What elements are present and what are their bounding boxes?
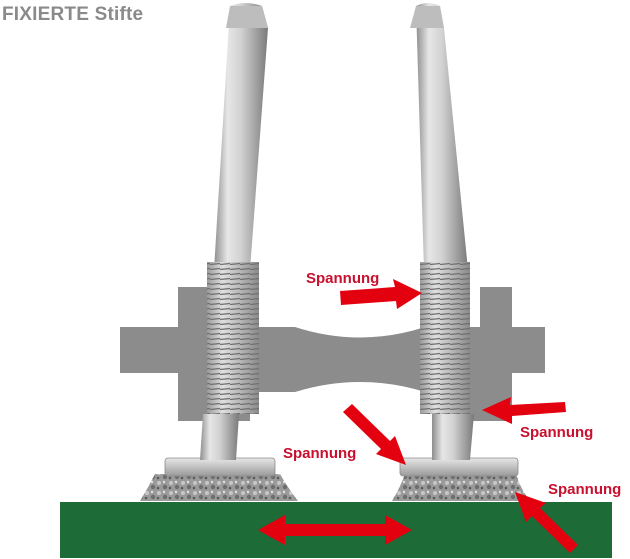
label-spannung-lower-right: Spannung: [548, 481, 621, 498]
red-arrow-icon: [515, 492, 578, 553]
red-arrow-icon: [343, 404, 406, 465]
pin-right: [399, 3, 519, 477]
label-spannung-upper-left: Spannung: [306, 270, 379, 287]
red-arrow-icon: [482, 397, 566, 424]
solder-left: [140, 474, 298, 501]
label-spannung-mid-left: Spannung: [283, 445, 356, 462]
solder-right: [392, 474, 530, 501]
red-arrow-icon: [340, 279, 422, 309]
diagram-title: FIXIERTE Stifte: [2, 4, 144, 25]
label-spannung-mid-right: Spannung: [520, 424, 593, 441]
red-double-arrow-icon: [258, 515, 412, 545]
plate: [120, 287, 545, 421]
pin-left: [164, 3, 276, 477]
